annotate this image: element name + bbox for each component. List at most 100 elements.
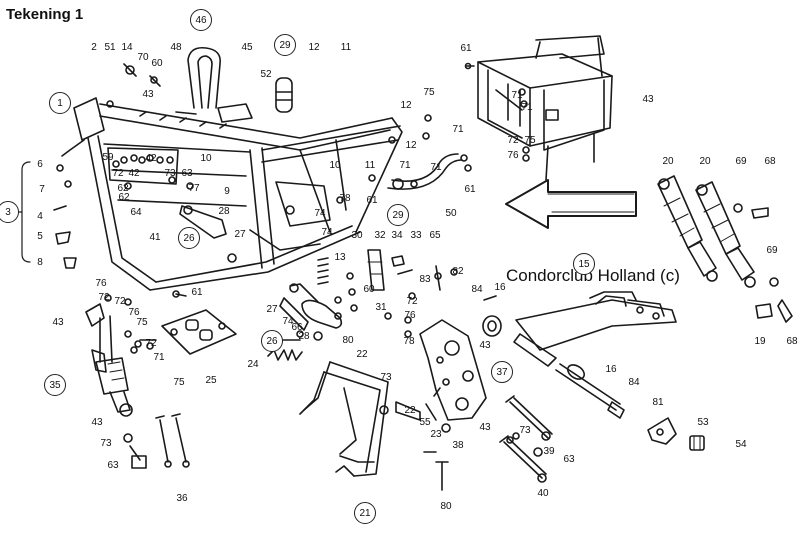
part-label: 23 <box>430 429 442 440</box>
part-label: 42 <box>145 153 157 164</box>
part-label: 84 <box>628 377 640 388</box>
engine-plate <box>139 309 237 355</box>
watermark: Condorclub Holland (c) <box>506 266 680 285</box>
callout-29: 29 <box>274 34 296 56</box>
part-label: 63 <box>107 460 119 471</box>
part-label: 13 <box>334 252 346 263</box>
part-label: 80 <box>342 335 354 346</box>
part-label: 63 <box>563 454 575 465</box>
part-label: 61 <box>191 287 203 298</box>
part-label: 68 <box>786 336 798 347</box>
part-label: 33 <box>410 230 422 241</box>
callout-29-b: 29 <box>387 204 409 226</box>
part-label: 14 <box>121 42 133 53</box>
part-label: 65 <box>429 230 441 241</box>
part-label: 36 <box>176 493 188 504</box>
part-label: 12 <box>400 100 412 111</box>
part-label: 69 <box>735 156 747 167</box>
part-label: 73 <box>164 168 176 179</box>
part-label: 62 <box>117 183 129 194</box>
part-label: 48 <box>170 42 182 53</box>
part-label: 43 <box>642 94 654 105</box>
callout-1: 1 <box>49 92 71 114</box>
part-label: 8 <box>37 257 43 268</box>
part-label: 42 <box>128 168 140 179</box>
part-label: 71 <box>452 124 464 135</box>
part-label: 72 <box>112 168 124 179</box>
part-label: 7 <box>39 184 45 195</box>
part-label: 64 <box>130 207 142 218</box>
part-label: 75 <box>524 135 536 146</box>
part-label: 25 <box>205 375 217 386</box>
part-label: 76 <box>507 150 519 161</box>
direction-arrow <box>505 179 637 229</box>
part-label: 12 <box>405 140 417 151</box>
part-label: 66 <box>291 322 303 333</box>
part-label: 82 <box>452 266 464 277</box>
part-label: 72 <box>114 296 126 307</box>
center-stand <box>299 361 389 477</box>
part-label: 50 <box>445 208 457 219</box>
part-label: 30 <box>351 230 363 241</box>
part-label: 78 <box>339 193 351 204</box>
swingarm-spindle <box>482 295 625 419</box>
part-label: 61 <box>366 195 378 206</box>
part-label: 68 <box>764 156 776 167</box>
part-label: 11 <box>364 160 376 171</box>
part-label: 39 <box>543 446 555 457</box>
hardware-small <box>53 46 475 298</box>
callout-26-b: 26 <box>261 330 283 352</box>
part-label: 43 <box>479 422 491 433</box>
part-label: 72 <box>98 292 110 303</box>
part-label: 75 <box>423 87 435 98</box>
part-label: 43 <box>142 89 154 100</box>
callout-35: 35 <box>44 374 66 396</box>
small-right-parts <box>647 417 705 451</box>
part-label: 53 <box>697 417 709 428</box>
callout-46: 46 <box>190 9 212 31</box>
part-label: 22 <box>404 405 416 416</box>
part-label: 9 <box>224 186 230 197</box>
part-label: 59 <box>102 152 114 163</box>
part-label: 16 <box>605 364 617 375</box>
part-label: 19 <box>754 336 766 347</box>
part-label: 73 <box>100 438 112 449</box>
part-label: 62 <box>118 192 130 203</box>
part-label: 10 <box>329 160 341 171</box>
part-label: 16 <box>494 282 506 293</box>
part-label: 63 <box>181 168 193 179</box>
part-label: 72 <box>507 135 519 146</box>
part-label: 61 <box>460 43 472 54</box>
footpegs <box>301 249 413 329</box>
part-label: 52 <box>260 69 272 80</box>
part-label: 74 <box>321 227 333 238</box>
part-label: 11 <box>340 42 352 53</box>
part-label: 60 <box>151 58 163 69</box>
part-label: 73 <box>380 372 392 383</box>
part-label: 27 <box>234 229 246 240</box>
part-label: 4 <box>37 211 43 222</box>
long-bolts <box>155 413 190 468</box>
callout-21: 21 <box>354 502 376 524</box>
part-label: 75 <box>173 377 185 388</box>
part-label: 28 <box>218 206 230 217</box>
main-frame <box>61 97 403 291</box>
part-label: 61 <box>464 184 476 195</box>
part-label: 54 <box>735 439 747 450</box>
part-label: 31 <box>375 302 387 313</box>
part-label: 60 <box>363 284 375 295</box>
part-label: 20 <box>699 156 711 167</box>
luggage-rack <box>477 35 613 181</box>
part-label: 72 <box>145 338 157 349</box>
callout-3: 3 <box>0 201 19 223</box>
part-label: 40 <box>537 488 549 499</box>
part-label: 2 <box>91 42 97 53</box>
part-label: 71 <box>430 162 442 173</box>
part-label: 72 <box>406 296 418 307</box>
part-label: 80 <box>440 501 452 512</box>
part-label: 76 <box>95 278 107 289</box>
callout-26: 26 <box>178 227 200 249</box>
part-label: 71 <box>511 90 523 101</box>
